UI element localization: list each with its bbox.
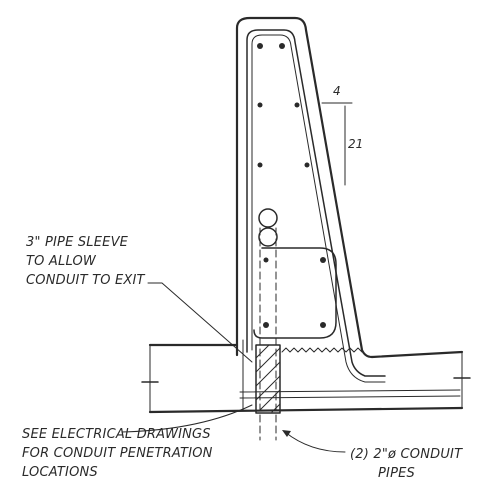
rebar-dot: [257, 43, 263, 49]
leader-electrical: [121, 404, 253, 433]
slope-rise-label: 21: [348, 137, 363, 151]
svg-text:CONDUIT TO EXIT: CONDUIT TO EXIT: [26, 273, 146, 288]
svg-text:LOCATIONS: LOCATIONS: [22, 465, 98, 480]
conduit-pipe-upper: [258, 208, 278, 228]
svg-text:SEE ELECTRICAL DRAWINGS: SEE ELECTRICAL DRAWINGS: [22, 427, 211, 442]
leader-arrowhead: [282, 430, 291, 437]
svg-text:3" PIPE SLEEVE: 3" PIPE SLEEVE: [26, 235, 129, 250]
stirrup-outline: [246, 29, 386, 377]
deck-top-right: [370, 350, 464, 359]
deck-rebar-line: [239, 389, 461, 393]
svg-text:TO ALLOW: TO ALLOW: [26, 254, 97, 269]
pipe-sleeve: [255, 344, 281, 414]
note-electrical: SEE ELECTRICAL DRAWINGS FOR CONDUIT PENE…: [22, 427, 213, 480]
deck-rebar-line: [239, 395, 461, 399]
leader-conduit: [284, 431, 346, 453]
stirrup-inner-line: [251, 34, 386, 383]
deck-rough-joint: [281, 347, 363, 353]
barrier-wall-outline: [235, 16, 374, 359]
leader-pipe-sleeve: [147, 282, 253, 363]
rebar-dot: [263, 257, 269, 263]
svg-text:(2) 2"ø CONDUIT: (2) 2"ø CONDUIT: [350, 447, 463, 462]
note-conduit: (2) 2"ø CONDUIT PIPES: [350, 447, 463, 481]
rebar-dot: [263, 322, 269, 328]
rebar-dot: [294, 102, 300, 108]
base-rebar-cage: [253, 247, 337, 339]
rebar-dot: [257, 102, 263, 108]
svg-text:FOR CONDUIT PENETRATION: FOR CONDUIT PENETRATION: [22, 446, 213, 461]
rebar-dot: [320, 322, 326, 328]
svg-text:PIPES: PIPES: [378, 466, 415, 481]
rebar-dot: [257, 162, 263, 168]
deck-bottom-line: [148, 406, 464, 414]
conduit-pipe-lower: [258, 227, 278, 247]
slope-run-label: 4: [333, 84, 341, 98]
rebar-dot: [320, 257, 326, 263]
rebar-dot: [304, 162, 310, 168]
note-pipe-sleeve: 3" PIPE SLEEVE TO ALLOW CONDUIT TO EXIT: [26, 235, 146, 288]
rebar-dot: [279, 43, 285, 49]
